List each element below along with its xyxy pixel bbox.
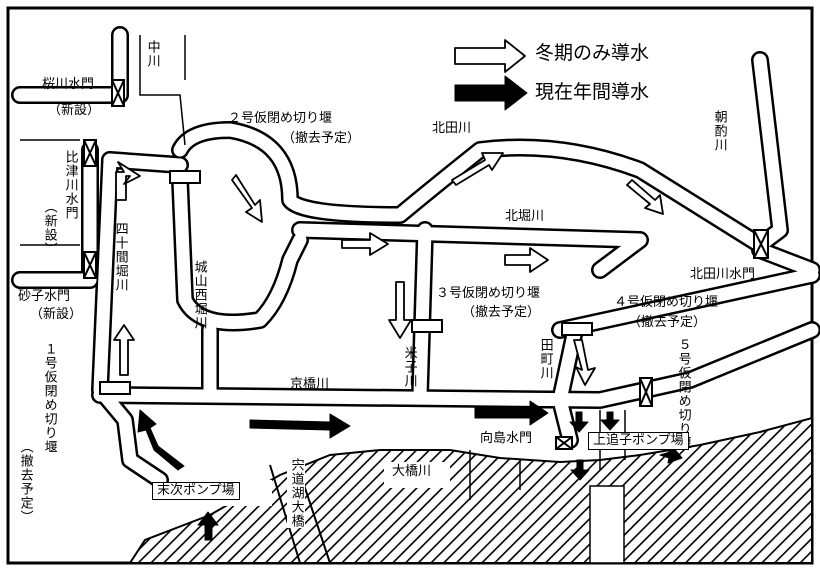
river-asakumogawa: 朝酌川 [711,110,727,152]
weir-1-mark [99,381,131,395]
gate-mukoujima-name: 向島水門 [478,431,535,446]
weir-5-name: ５号仮閉め切り堰 [675,338,691,450]
gate-kitatagawa-name: 北田川水門 [690,267,756,282]
river-denmachigawa: 田町川 [537,338,553,380]
gate-sunago-mark [83,251,97,279]
gate-sakuragawa-note: （新設） [48,103,101,118]
gate-sunago-note: （新設） [30,307,83,322]
weir-2-mark [169,170,201,184]
weir-1-name: １号仮閉め切り堰 [41,342,57,454]
river-ohashigawa: 大橋川 [390,464,434,479]
winter-arrows [113,39,664,386]
gate-marks [83,79,769,450]
gate-sakuragawa-mark [111,79,125,107]
gate-mukoujima-mark [555,436,573,450]
bridge-shinjiko-ohashi: 宍道湖大橋 [287,458,305,528]
legend-solid-arrow [454,75,528,111]
weir-marks [99,170,593,395]
legend-hollow-arrow [454,39,526,73]
gate-hitsugawa-name: 比津川水門 [62,150,78,220]
gate-hitsugawa-mark [83,139,97,167]
yearround-arrows [137,75,683,541]
river-kitatagawa: 北田川 [432,121,472,136]
roads [20,35,626,470]
weir-2-name: ２号仮閉め切り堰 [228,111,333,126]
river-shiroyamanishigawa: 城山西堀川 [191,260,207,330]
river-nakagawa: 中川 [144,40,160,68]
river-kyobashigawa: 京橋川 [290,377,330,392]
weir-4-name: ４号仮閉め切り堰 [614,295,719,310]
river-shijukenborigawa: 四十間堀川 [112,222,128,292]
weir-2-note: （撤去予定） [282,131,361,146]
weir-3-note: （撤去予定） [462,305,541,320]
pump-kamioiko: 上追子ポンプ場 [588,432,689,450]
pump-suetsugu: 末次ポンプ場 [152,482,240,500]
weir-3-mark [411,319,443,333]
weir-3-name: ３号仮閉め切り堰 [436,286,541,301]
legend-winter-label: 冬期のみ導水 [535,42,650,64]
gate-kitatagawa-mark [753,229,769,259]
river-kitahorigawa: 北堀川 [505,209,545,224]
weir-4-note: （撤去予定） [628,315,707,330]
gate-hitsugawa-note: （新設） [41,200,57,256]
ohashigawa-bank [469,450,521,500]
gate-sunago-name: 砂子水門 [18,289,71,304]
weir-4-mark [561,322,593,336]
weir-1-note: （撤去予定） [17,440,33,524]
river-yonagogawa: 米子川 [401,346,417,388]
canals [11,26,820,489]
legend-yearround-label: 現在年間導水 [535,81,650,103]
gate-sakuragawa-name: 桜川水門 [42,77,95,92]
gate-w5-mark [639,377,653,407]
